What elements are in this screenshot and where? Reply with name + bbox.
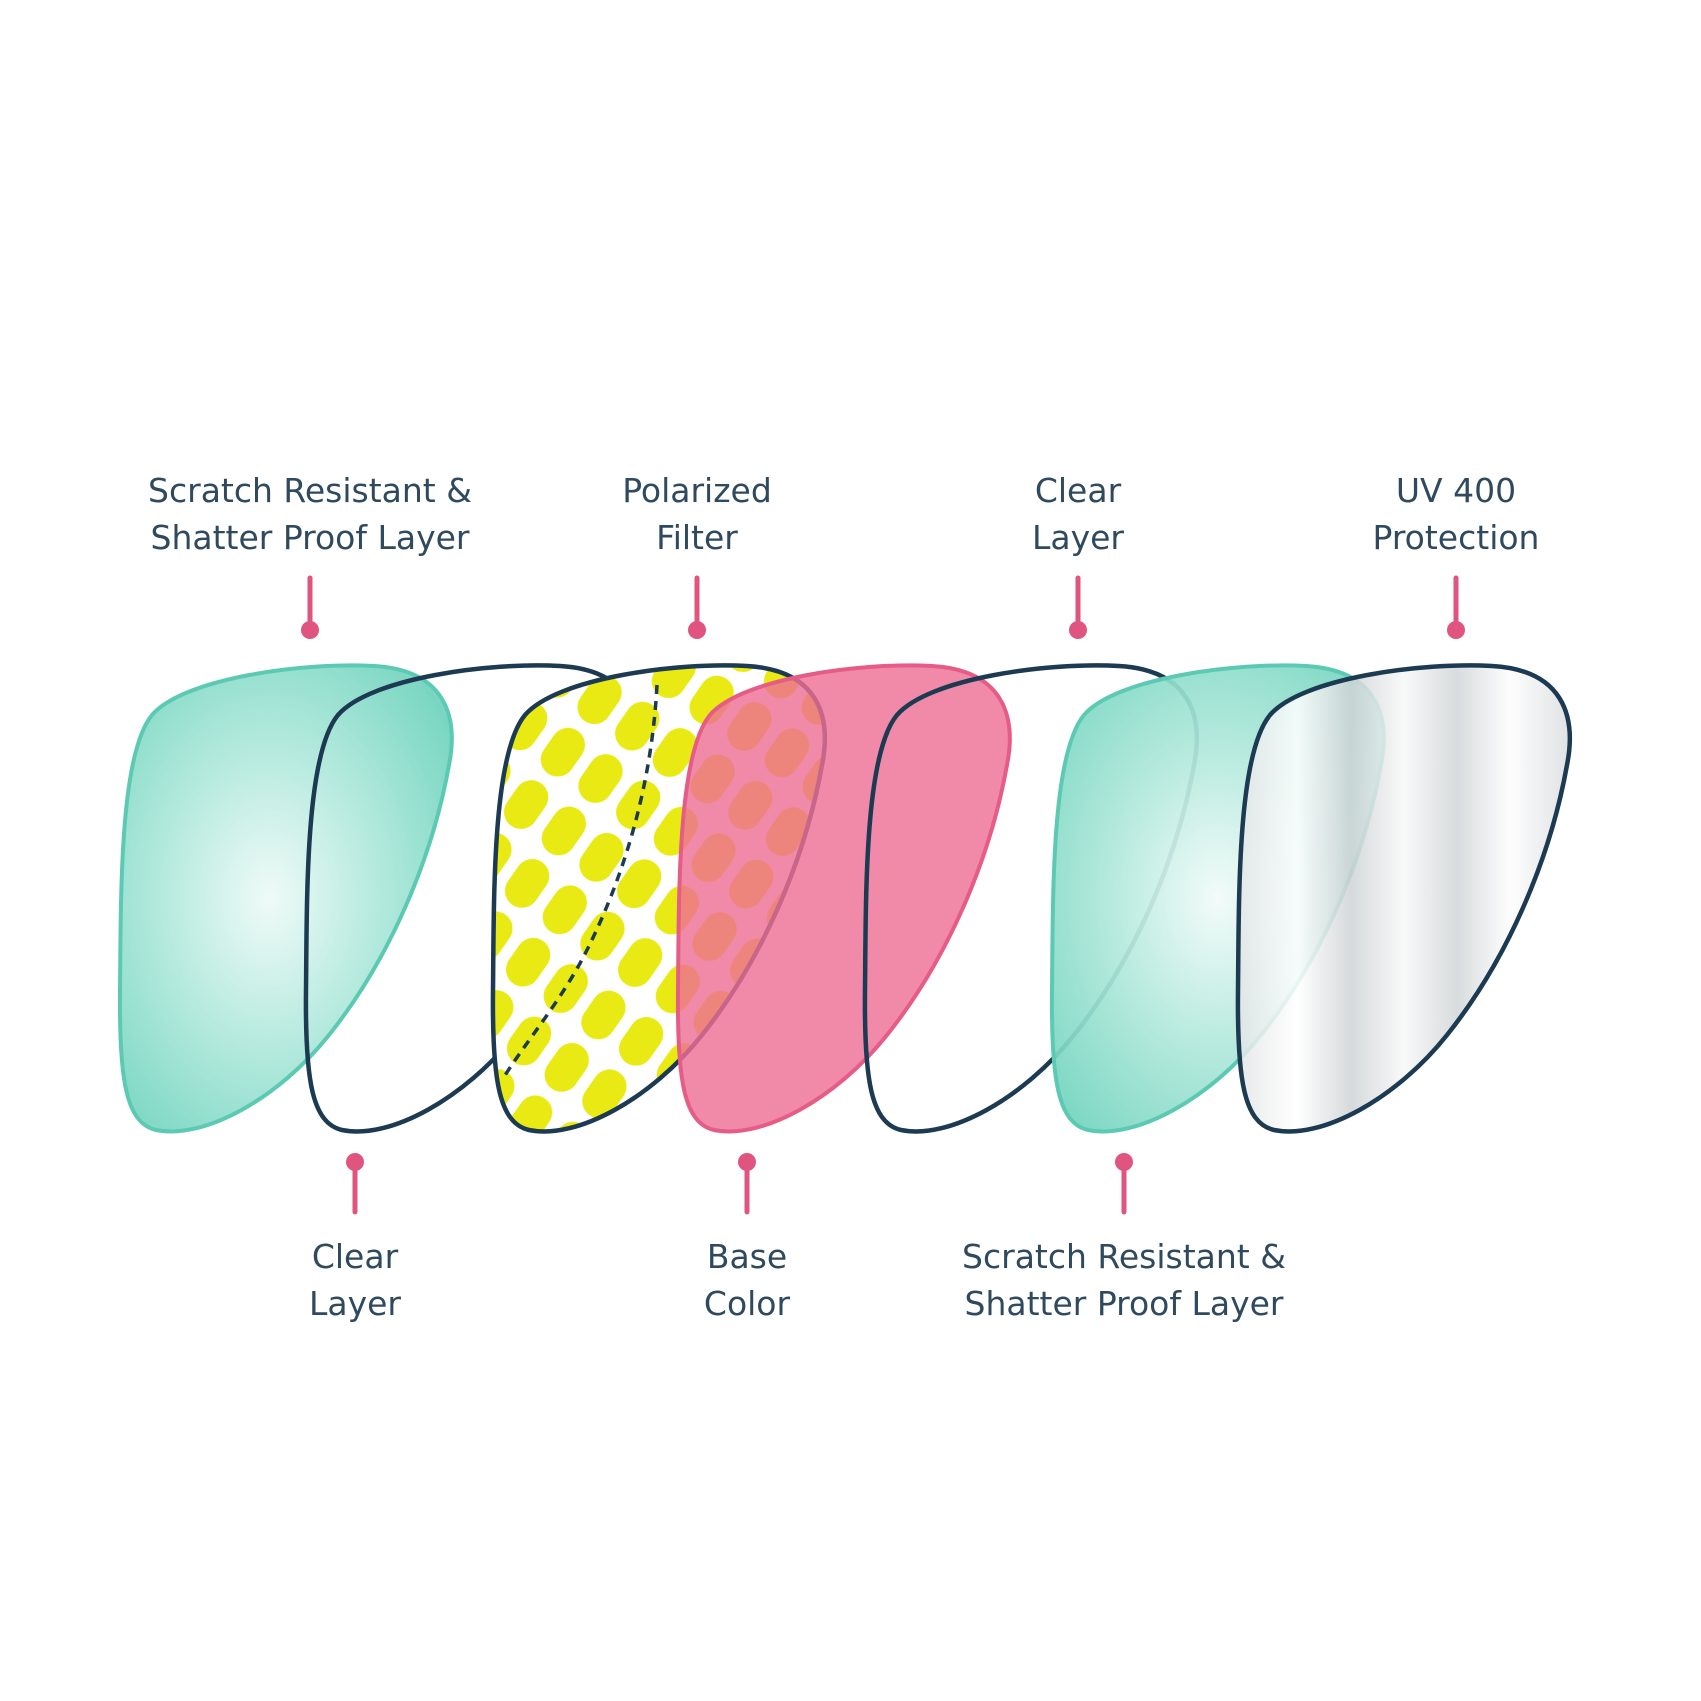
bottom-label-3: Scratch Resistant & Shatter Proof Layer bbox=[962, 1237, 1286, 1323]
bottom-pointer-2 bbox=[738, 1153, 756, 1215]
top-pointer-3 bbox=[1069, 575, 1087, 639]
label-line-2: Filter bbox=[656, 518, 738, 557]
label-line-2: Layer bbox=[309, 1284, 401, 1323]
label-line-2: Color bbox=[704, 1284, 791, 1323]
pointer-dot bbox=[688, 621, 706, 639]
pointer-dot bbox=[738, 1153, 756, 1171]
label-line-1: Base bbox=[707, 1237, 787, 1276]
label-line-2: Shatter Proof Layer bbox=[151, 518, 470, 557]
bottom-pointer-1 bbox=[346, 1153, 364, 1215]
top-pointer-4 bbox=[1447, 575, 1465, 639]
top-pointer-2 bbox=[688, 575, 706, 639]
lens-layers bbox=[117, 665, 1570, 1131]
pointer-dot bbox=[1115, 1153, 1133, 1171]
pointer-dot bbox=[346, 1153, 364, 1171]
label-line-1: Scratch Resistant & bbox=[962, 1237, 1286, 1276]
label-pointers bbox=[301, 575, 1465, 1215]
label-line-1: Clear bbox=[312, 1237, 399, 1276]
polarized-dashed-line bbox=[500, 684, 659, 1081]
label-line-2: Shatter Proof Layer bbox=[965, 1284, 1284, 1323]
pointer-dot bbox=[301, 621, 319, 639]
layer-labels: Scratch Resistant & Shatter Proof Layer Po… bbox=[148, 471, 1539, 1323]
label-line-2: Protection bbox=[1373, 518, 1540, 557]
lens-layer-3-polarized-pattern bbox=[493, 665, 825, 1131]
pointer-dot bbox=[1447, 621, 1465, 639]
top-label-1: Scratch Resistant & Shatter Proof Layer bbox=[148, 471, 472, 557]
label-line-1: Scratch Resistant & bbox=[148, 471, 472, 510]
bottom-pointer-3 bbox=[1115, 1153, 1133, 1215]
top-pointer-1 bbox=[301, 575, 319, 639]
label-line-2: Layer bbox=[1032, 518, 1124, 557]
label-line-1: UV 400 bbox=[1396, 471, 1516, 510]
pointer-dot bbox=[1069, 621, 1087, 639]
label-line-1: Polarized bbox=[622, 471, 772, 510]
label-line-1: Clear bbox=[1035, 471, 1122, 510]
